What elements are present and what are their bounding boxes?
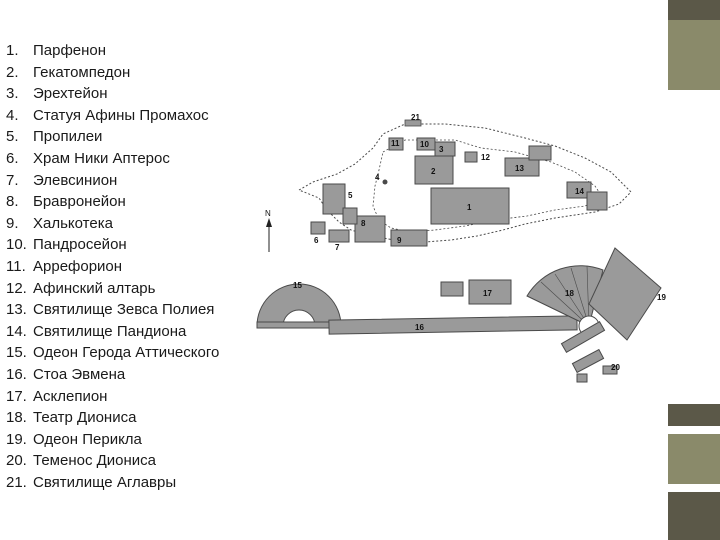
odeon-herodes (256, 283, 342, 329)
acropolis-site-plan: N (255, 90, 667, 404)
deco-bar-mid (668, 404, 720, 426)
deco-bar-olive-top (668, 20, 720, 90)
plan-label-7: 7 (335, 243, 340, 252)
legend-item: 8.Бравронейон (6, 193, 126, 211)
plan-label-8: 8 (361, 219, 366, 228)
plan-label-5: 5 (348, 191, 353, 200)
temenos-dionysus (571, 348, 618, 383)
plan-label-1: 1 (467, 203, 472, 212)
theatre-dionysus (526, 265, 606, 354)
plan-label-3: 3 (439, 145, 444, 154)
plan-label-2: 2 (431, 167, 436, 176)
legend-item: 2.Гекатомпедон (6, 63, 131, 81)
legend-item: 3.Эрехтейон (6, 85, 108, 103)
plan-label-15: 15 (293, 281, 302, 290)
plan-label-20: 20 (611, 363, 620, 372)
north-arrow-icon (266, 218, 272, 252)
parthenon (430, 187, 510, 225)
zeus-sanctuary-annex (528, 145, 552, 161)
legend-item: 16.Стоа Эвмена (6, 365, 126, 383)
hekatompedon (414, 155, 454, 185)
athena-statue (382, 179, 388, 185)
legend-item: 13.Святилище Зевса Полиея (6, 301, 215, 319)
pandion-sanctuary (566, 181, 592, 199)
legend-item: 18.Театр Диониса (6, 409, 137, 427)
asklepieion-annex (440, 281, 464, 297)
north-label: N (265, 209, 271, 218)
legend-item: 4.Статуя Афины Промахос (6, 106, 209, 124)
legend-item: 9.Халькотека (6, 214, 113, 232)
plan-label-19: 19 (657, 293, 666, 302)
plan-label-21: 21 (411, 113, 420, 122)
legend-list: 1.Парфенон 2.Гекатомпедон 3.Эрехтейон 4.… (6, 40, 256, 493)
plan-label-12: 12 (481, 153, 490, 162)
plan-label-11: 11 (391, 139, 400, 148)
legend-item: 20.Теменос Диониса (6, 452, 156, 470)
plan-label-13: 13 (515, 164, 524, 173)
plan-label-9: 9 (397, 236, 402, 245)
deco-bar-bottom (668, 492, 720, 540)
zeus-sanctuary (504, 157, 540, 177)
odeon-pericles (588, 247, 662, 341)
nike-temple (310, 221, 326, 235)
pandion-sanctuary-annex (586, 191, 608, 211)
legend-item: 11.Аррефорион (6, 257, 123, 275)
legend-item: 17.Асклепион (6, 387, 108, 405)
deco-bar-olive-bottom (668, 434, 720, 484)
legend-item: 6.Храм Ники Аптерос (6, 149, 170, 167)
erechtheion (434, 141, 456, 157)
propylaea-wing (342, 207, 358, 225)
eleusinion (328, 229, 350, 243)
legend-item: 19.Одеон Перикла (6, 430, 142, 448)
plan-label-17: 17 (483, 289, 492, 298)
asklepieion (468, 279, 512, 305)
legend-item: 15.Одеон Герода Аттического (6, 344, 220, 362)
plan-label-6: 6 (314, 236, 319, 245)
plan-label-16: 16 (415, 323, 424, 332)
legend-item: 12.Афинский алтарь (6, 279, 156, 297)
legend-item: 21.Святилище Аглавры (6, 473, 177, 491)
chalkotheke (390, 229, 428, 247)
legend-item: 10.Пандросейон (6, 236, 127, 254)
inner-terrace (372, 139, 604, 233)
aglauros-sanctuary (404, 119, 422, 127)
legend-item: 1.Парфенон (6, 42, 107, 59)
plan-label-10: 10 (420, 140, 429, 149)
arrephorion (388, 137, 404, 151)
athena-altar (464, 151, 478, 163)
plan-label-14: 14 (575, 187, 584, 196)
pandroseion (416, 137, 436, 151)
legend-item: 5.Пропилеи (6, 128, 103, 146)
plan-label-4: 4 (375, 173, 380, 182)
propylaea (322, 183, 346, 215)
brauroneion (354, 215, 386, 243)
deco-bar-top (668, 0, 720, 20)
stoa-eumenes (328, 315, 578, 335)
legend-item: 14.Святилище Пандиона (6, 322, 187, 340)
plan-label-18: 18 (565, 289, 574, 298)
plan-drawing: N (255, 90, 667, 404)
legend-item: 7.Элевсинион (6, 171, 118, 189)
